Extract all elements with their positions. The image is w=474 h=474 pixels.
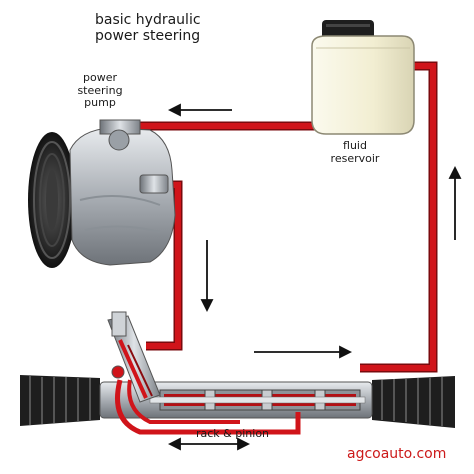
- reservoir-label: fluid reservoir: [315, 139, 395, 165]
- pump-label-line-2: steering: [77, 83, 123, 97]
- pump-label: power steering pump: [60, 71, 140, 110]
- arrow-up-return: [448, 165, 462, 240]
- right-boot: [372, 376, 455, 428]
- diagram-title: basic hydraulic power steering: [95, 12, 201, 44]
- rack-pinion-label: rack & pinion: [196, 427, 270, 440]
- rack-and-pinion: [20, 311, 455, 435]
- watermark-agcoauto: agcoauto.com: [347, 446, 447, 462]
- reservoir-label-line-2: reservoir: [330, 151, 380, 165]
- reservoir-label-line-1: fluid: [343, 139, 367, 152]
- arrow-to-pump: [167, 103, 232, 117]
- pump-label-line-1: power: [83, 71, 117, 84]
- power-steering-pump: [28, 119, 176, 268]
- arrow-down-pressure: [200, 240, 214, 313]
- arrow-right-return: [254, 345, 353, 359]
- arrow-rack-travel: [167, 437, 251, 451]
- title-line-2: power steering: [95, 28, 201, 45]
- steering-valve: [107, 311, 161, 403]
- left-boot: [20, 375, 100, 426]
- pump-label-line-3: pump: [84, 96, 116, 110]
- fluid-reservoir: [311, 20, 415, 135]
- flow-arrows: [167, 103, 462, 451]
- title-line-1: basic hydraulic: [95, 12, 201, 28]
